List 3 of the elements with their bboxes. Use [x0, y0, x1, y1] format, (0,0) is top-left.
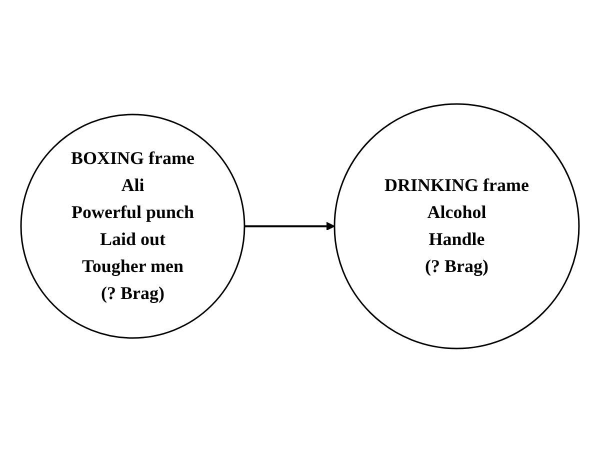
arrow	[244, 222, 334, 230]
node-circle: BOXING frame Ali Powerful punch Laid out Tougher men (? Brag)	[20, 114, 245, 338]
node-circle: DRINKING frame Alcohol Handle (? Brag)	[333, 103, 580, 349]
